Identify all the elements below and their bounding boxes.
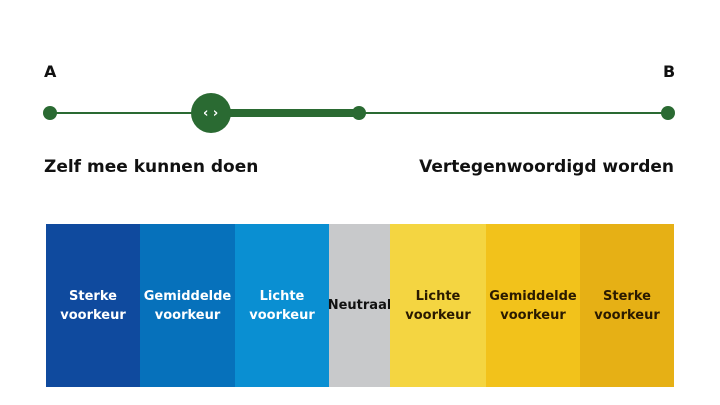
scale-cell-label: Gemiddelde voorkeur xyxy=(144,287,232,325)
scale-cell-label: Lichte voorkeur xyxy=(405,287,471,325)
scale-label-line1: Sterke xyxy=(603,288,651,304)
slider-selected-range xyxy=(210,109,359,117)
scale-label-line2: voorkeur xyxy=(154,307,221,323)
scale-label-line1: Lichte xyxy=(415,288,461,304)
scale-label-line1: Lichte xyxy=(259,288,305,304)
scale-cell-label: Sterke voorkeur xyxy=(594,287,660,325)
right-option-title: Vertegenwoordigd worden xyxy=(419,157,674,177)
left-option-title: Zelf mee kunnen doen xyxy=(44,157,259,177)
scale-cell: Sterke voorkeur xyxy=(46,224,140,387)
scale-cell-label: Lichte voorkeur xyxy=(249,287,315,325)
scale-label-line1: Gemiddelde xyxy=(143,288,232,304)
scale-label-line2: voorkeur xyxy=(405,307,471,323)
slider-start-dot xyxy=(43,106,57,120)
scale-cell: Lichte voorkeur xyxy=(390,224,486,387)
scale-label-line1: Sterke xyxy=(69,288,117,304)
scale-label-line1: Gemiddelde xyxy=(489,288,577,304)
scale-cell: Lichte voorkeur xyxy=(235,224,329,387)
scale-cell-label: Gemiddelde voorkeur xyxy=(489,287,577,325)
scale-cell: Gemiddelde voorkeur xyxy=(486,224,580,387)
scale-label-line1: Neutraal xyxy=(327,298,392,313)
scale-label-line2: voorkeur xyxy=(594,307,660,323)
scale-cell: Sterke voorkeur xyxy=(580,224,674,387)
chevron-left-right-icon: ‹ › xyxy=(203,105,219,121)
endpoint-b-label: B xyxy=(663,62,676,81)
scale-label-line2: voorkeur xyxy=(60,307,126,323)
slider-mid-dot xyxy=(352,106,366,120)
endpoint-a-label: A xyxy=(44,62,57,81)
scale-label-line2: voorkeur xyxy=(500,307,566,323)
scale-label-line2: voorkeur xyxy=(249,307,315,323)
slider-end-dot xyxy=(661,106,675,120)
scale-cell: Neutraal xyxy=(328,224,392,387)
scale-cell: Gemiddelde voorkeur xyxy=(140,224,235,387)
preference-scale: Sterke voorkeur Gemiddelde voorkeur Lichte vo… xyxy=(46,224,674,387)
scale-cell-label: Sterke voorkeur xyxy=(60,287,126,325)
slider-handle[interactable]: ‹ › xyxy=(190,93,231,133)
scale-cell-label: Neutraal xyxy=(328,296,392,315)
